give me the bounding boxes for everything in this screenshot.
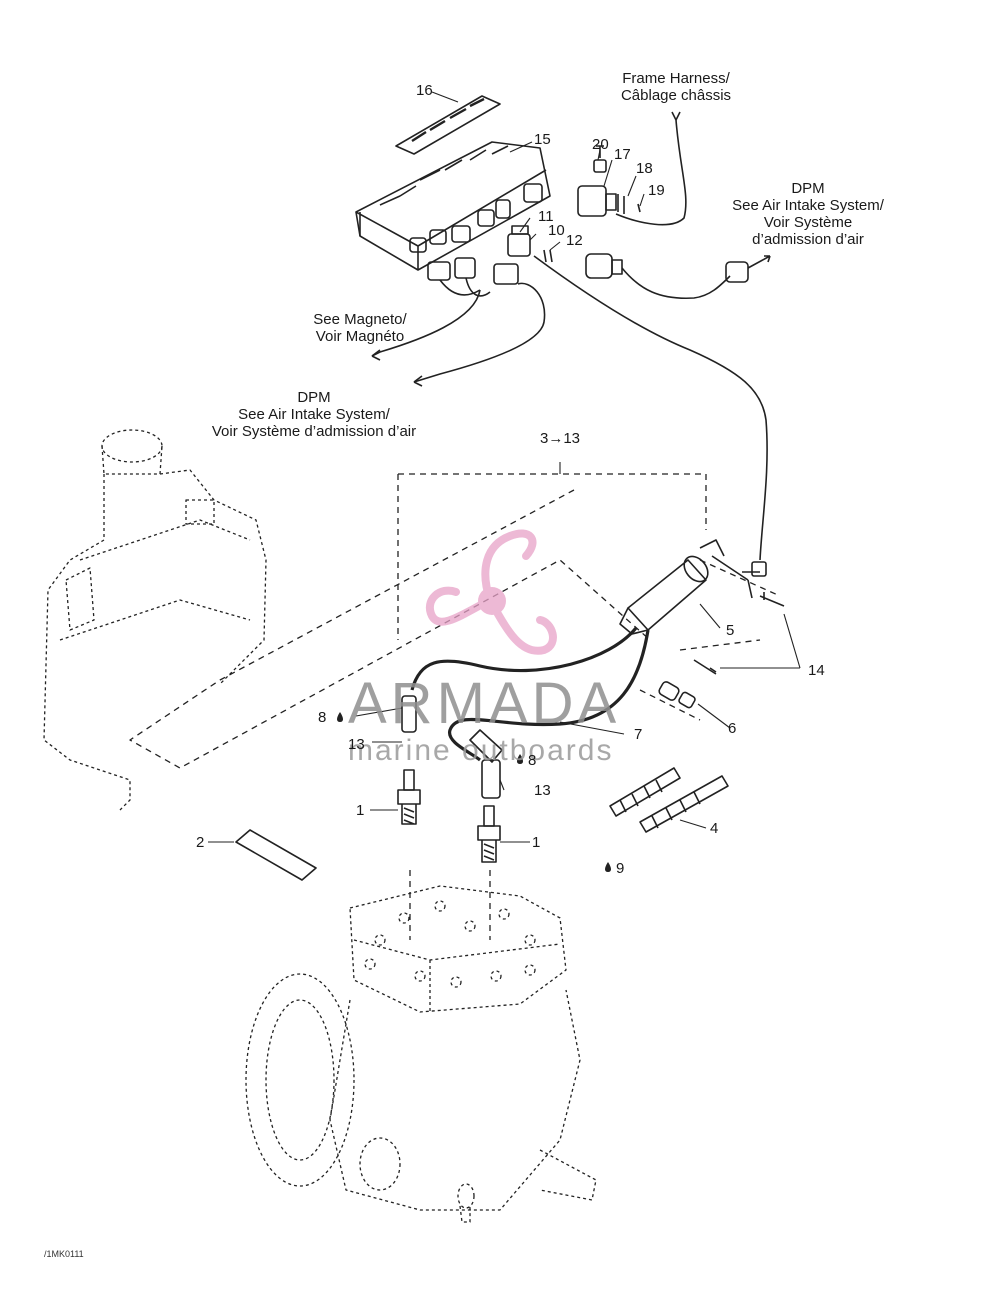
sealant-markers (337, 712, 611, 872)
oil-tank (43, 429, 267, 811)
connector-part-10 (507, 225, 553, 263)
label-plate-part-16 (395, 95, 501, 155)
screw-part-14 (693, 592, 785, 675)
watermark-subtitle: marine outboards (348, 734, 614, 767)
spark-plug-part-1 (397, 769, 501, 863)
callout-1-left: 1 (356, 802, 365, 819)
grommet-part-6 (658, 681, 696, 709)
harness-connectors (577, 111, 771, 300)
electrical-box-part-15 (355, 141, 551, 271)
high-tension-leads (410, 626, 650, 762)
callout-16: 16 (416, 82, 433, 99)
ignition-coil-part-5 (619, 539, 760, 635)
callout-20: 20 (592, 136, 609, 153)
propeller-logo (426, 529, 557, 655)
callout-10: 10 (548, 222, 565, 239)
reference-arrows (371, 349, 423, 387)
reference-dashes (129, 473, 781, 940)
callout-4: 4 (710, 820, 719, 837)
callout-15: 15 (534, 131, 551, 148)
watermark-title: ARMADA (348, 671, 621, 736)
callout-1-right: 1 (532, 834, 541, 851)
callout-14: 14 (808, 662, 825, 679)
dpm-mid-label: DPM See Air Intake System/ Voir Système … (211, 389, 417, 440)
callout-11: 11 (538, 208, 554, 225)
callout-5: 5 (726, 622, 735, 639)
coil-harness (533, 255, 768, 577)
callout-6: 6 (728, 720, 737, 737)
sleeves-part-4 (609, 767, 729, 833)
dpm-top-label: DPM See Air Intake System/ Voir Système … (732, 180, 884, 248)
range-label: 3→13 (540, 430, 581, 447)
callout-18: 18 (636, 160, 653, 177)
engine-block (245, 885, 597, 1223)
frame-harness-label: Frame Harness/ Câblage châssis (620, 70, 732, 104)
callout-8-left: 8 (318, 709, 327, 726)
box-connectors (371, 257, 546, 383)
callout-17: 17 (614, 146, 631, 163)
spark-plug-cap-part-13 (401, 695, 503, 799)
callout-2: 2 (196, 834, 205, 851)
callout-13-right: 13 (534, 782, 551, 799)
callout-8-right: 8 (528, 752, 537, 769)
drawing-code: /1MK0111 (44, 1249, 84, 1259)
magneto-label: See Magneto/ Voir Magnéto (313, 311, 407, 345)
callout-19: 19 (648, 182, 665, 199)
callout-7: 7 (634, 726, 643, 743)
decal-part-2 (235, 829, 317, 881)
callout-leaders (208, 91, 801, 843)
callout-12: 12 (566, 232, 583, 249)
callout-13-left: 13 (348, 736, 365, 753)
callout-9: 9 (616, 860, 625, 877)
